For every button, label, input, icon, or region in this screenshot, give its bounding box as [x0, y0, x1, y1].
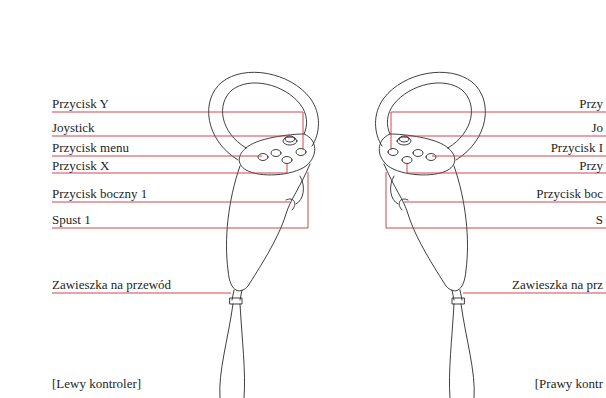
trigger-label: S: [596, 212, 603, 227]
button-label: Przycisk I: [551, 140, 603, 155]
controller-caption: [Prawy kontr: [535, 376, 603, 391]
button-label: Przycisk boczny 1: [52, 186, 147, 201]
strap-label: Zawieszka na prz: [512, 277, 603, 292]
button-label: Przy: [579, 96, 603, 111]
strap-label: Zawieszka na przewód: [52, 277, 171, 292]
left-controller: [209, 72, 319, 398]
controller-caption: [Lewy kontroler]: [52, 376, 141, 391]
leader-lines: [52, 112, 308, 293]
leader-lines: [386, 112, 606, 293]
joystick-label: Joystick: [52, 120, 95, 135]
button-label: Przy: [579, 158, 603, 173]
right-controller: [376, 72, 486, 398]
button-label: Przycisk menu: [52, 140, 129, 155]
button-label: Przycisk Y: [52, 96, 109, 111]
joystick-label: Jo: [591, 120, 603, 135]
button-label: Przycisk boc: [536, 186, 603, 201]
trigger-label: Spust 1: [52, 212, 91, 227]
button-label: Przycisk X: [52, 158, 109, 173]
